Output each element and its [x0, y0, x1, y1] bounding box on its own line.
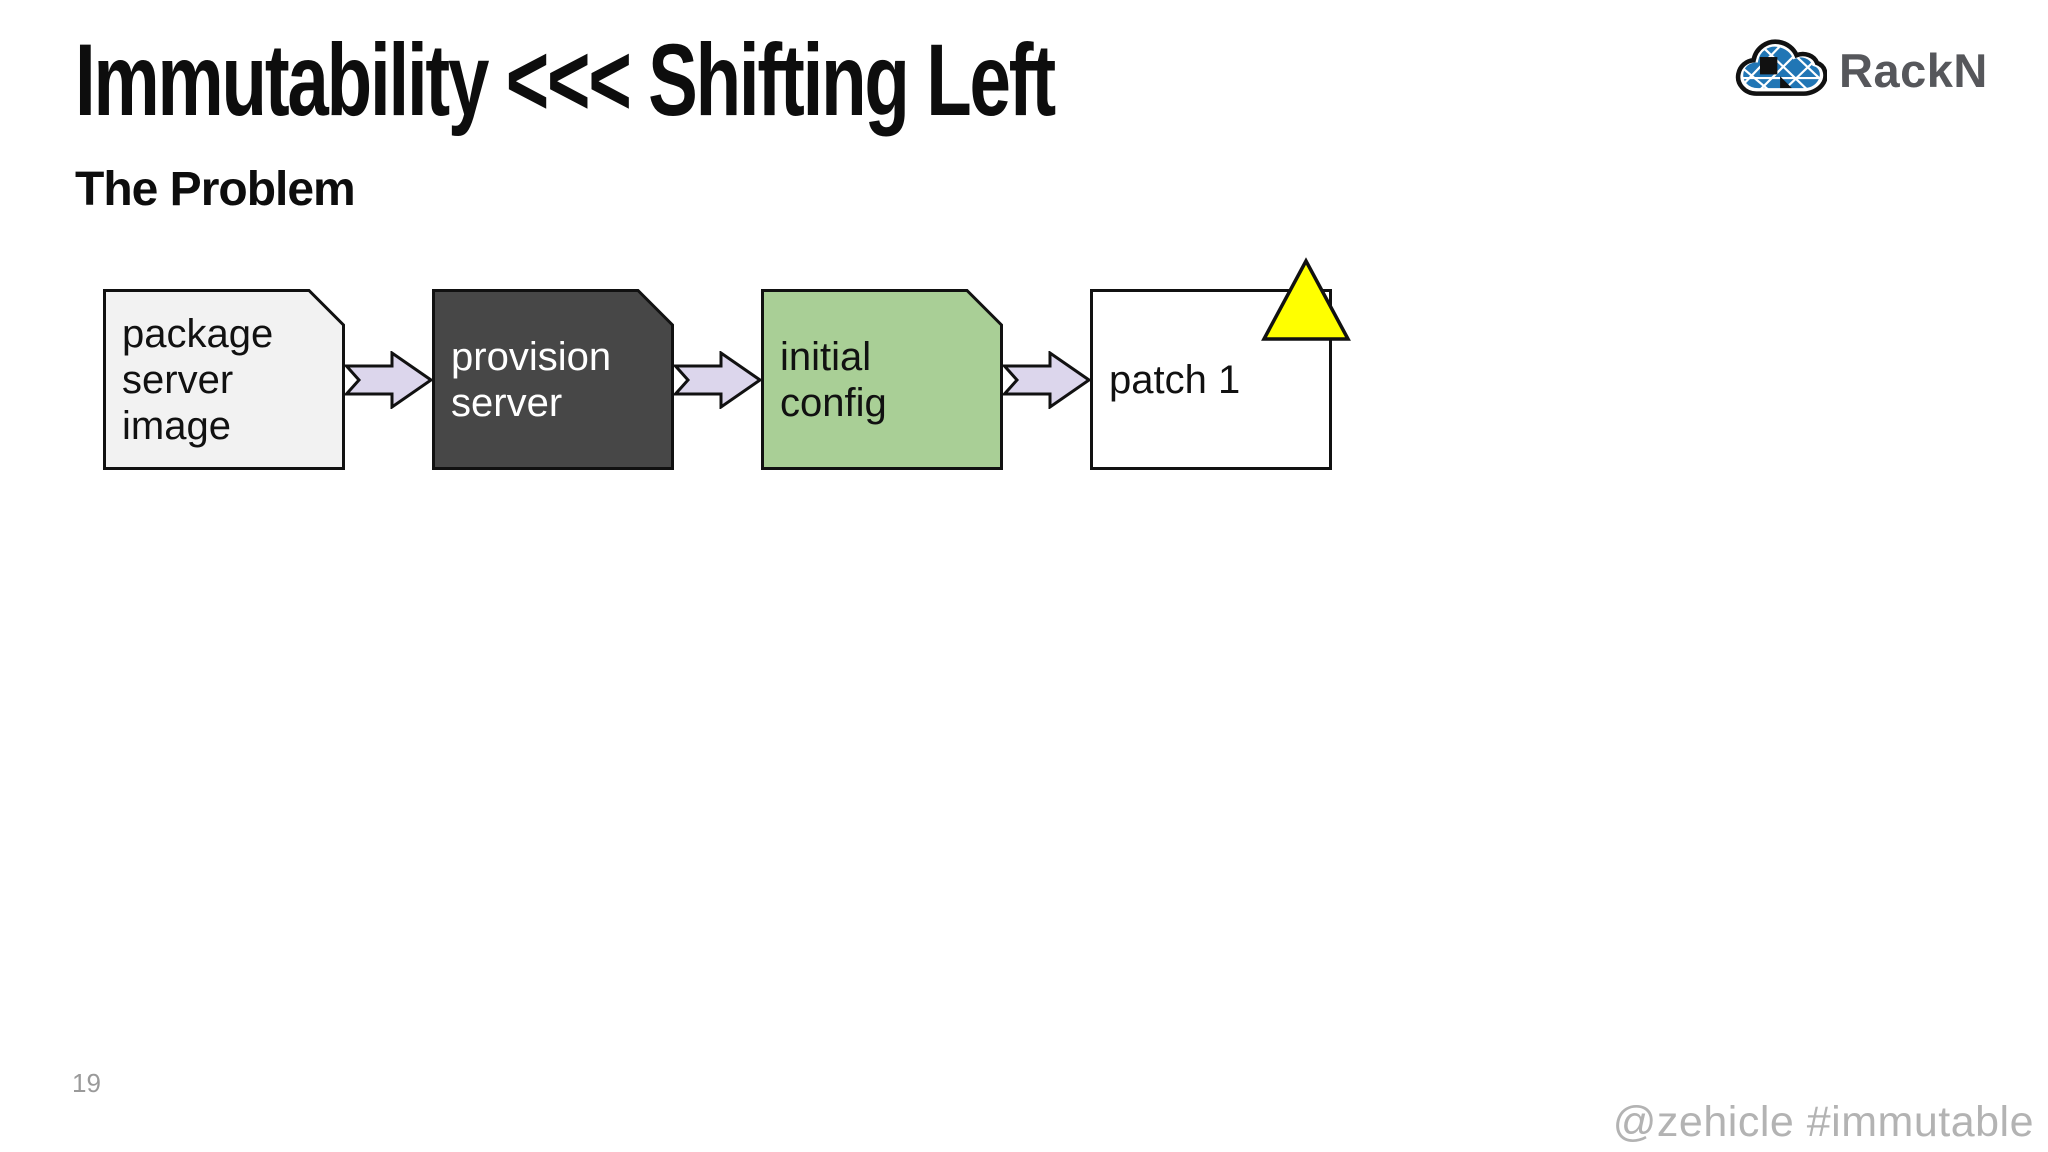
flow-box-label: patch 1 — [1109, 357, 1241, 402]
flow-box-patch-1: patch 1 — [1090, 289, 1332, 470]
rackn-logo: RackN — [1735, 36, 1988, 105]
notched-right-arrow-icon — [345, 351, 433, 409]
rackn-brand-text: RackN — [1839, 44, 1988, 97]
snip-corner-box-shape — [103, 289, 345, 470]
flow-box-initial-config: initial config — [761, 289, 1003, 470]
snip-corner-box-shape — [761, 289, 1003, 470]
flow-box-provision-server: provision server — [432, 289, 674, 470]
notched-right-arrow-icon — [674, 351, 762, 409]
footer-credit: @zehicle #immutable — [1612, 1098, 2034, 1146]
flow-box-label: package server image — [122, 311, 274, 448]
flow-box-label: provision server — [451, 334, 612, 425]
slide-subtitle: The Problem — [75, 163, 356, 216]
warning-triangle-icon — [1261, 257, 1351, 341]
notched-right-arrow-icon — [1003, 351, 1091, 409]
snip-corner-box-shape — [432, 289, 674, 470]
rackn-cloud-icon — [1735, 36, 1828, 105]
flow-box-label: initial config — [780, 334, 887, 425]
slide-title: Immutability <<< Shifting Left — [75, 23, 1056, 137]
page-number: 19 — [72, 1068, 101, 1098]
flow-box-package-server-image: package server image — [103, 289, 345, 470]
